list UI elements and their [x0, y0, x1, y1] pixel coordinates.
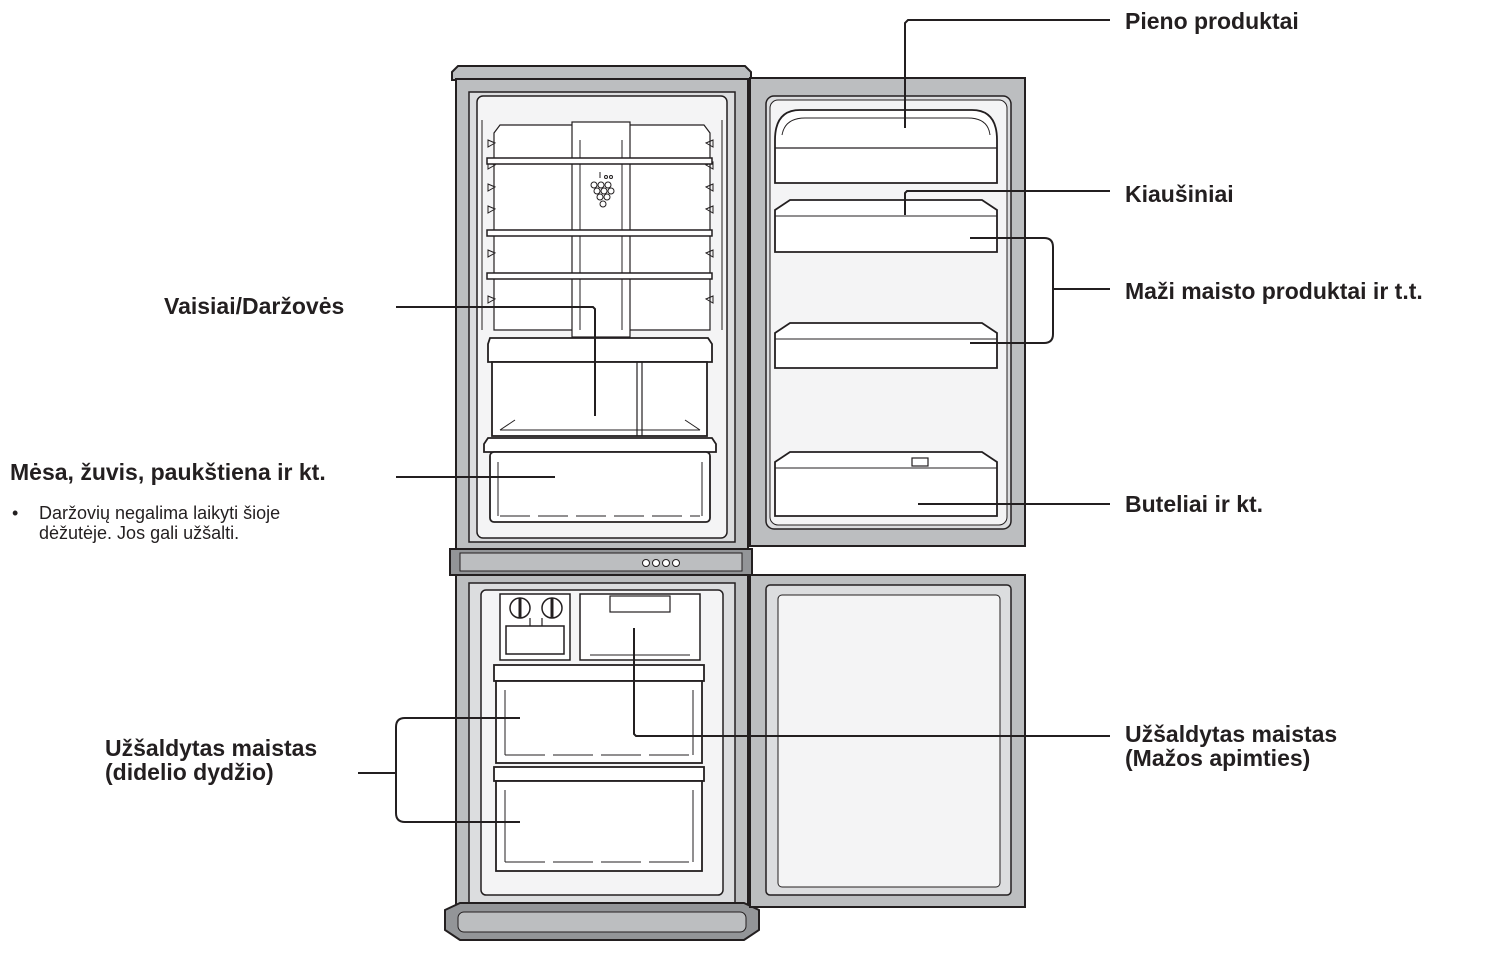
control-buttons-icon [642, 559, 680, 567]
leader-lines [358, 19, 1110, 823]
crisper-warning-note: • Daržovių negalima laikyti šioje dėžutė… [12, 503, 342, 547]
fridge-cabinet [444, 65, 760, 941]
leader-fruits [396, 306, 596, 416]
freezer-drawer-lower [493, 766, 705, 872]
freezer-drawer-upper [493, 664, 705, 764]
label-bottles: Buteliai ir kt. [1125, 491, 1264, 517]
grape-logo-icon [590, 172, 615, 208]
egg-pocket [774, 199, 998, 253]
label-dairy: Pieno produktai [1125, 8, 1299, 34]
door-pocket [774, 322, 998, 369]
note-bullet: • [12, 503, 19, 523]
chilled-case [483, 437, 717, 523]
label-frozen-small-line1: Užšaldytas maistas [1125, 721, 1338, 747]
label-eggs: Kiaušiniai [1125, 181, 1234, 207]
label-meat-fish: Mėsa, žuvis, paukštiena ir kt. [10, 459, 326, 485]
small-freezer-case [579, 593, 701, 661]
bottle-pocket [774, 451, 998, 517]
refrigerator-door [749, 77, 1026, 547]
label-small-foods: Maži maisto produktai ir t.t. [1125, 278, 1423, 304]
leader-eggs [904, 190, 1110, 215]
label-frozen-small-line2: (Mažos apimties) [1125, 745, 1311, 771]
label-fruits-vegetables: Vaisiai/Daržovės [164, 293, 345, 319]
label-frozen-large-line2: (didelio dydžio) [105, 759, 274, 785]
glass-shelves [486, 157, 713, 280]
freezer-door [749, 574, 1026, 908]
label-frozen-large-line1: Užšaldytas maistas [105, 735, 318, 761]
leader-frozen-small [633, 628, 1110, 737]
ice-tray [499, 593, 571, 661]
leader-dairy [904, 19, 1110, 128]
note-text: Daržovių negalima laikyti šioje dėžutėje… [39, 503, 281, 543]
vegetable-crisper [487, 337, 713, 437]
dairy-compartment [774, 109, 998, 184]
